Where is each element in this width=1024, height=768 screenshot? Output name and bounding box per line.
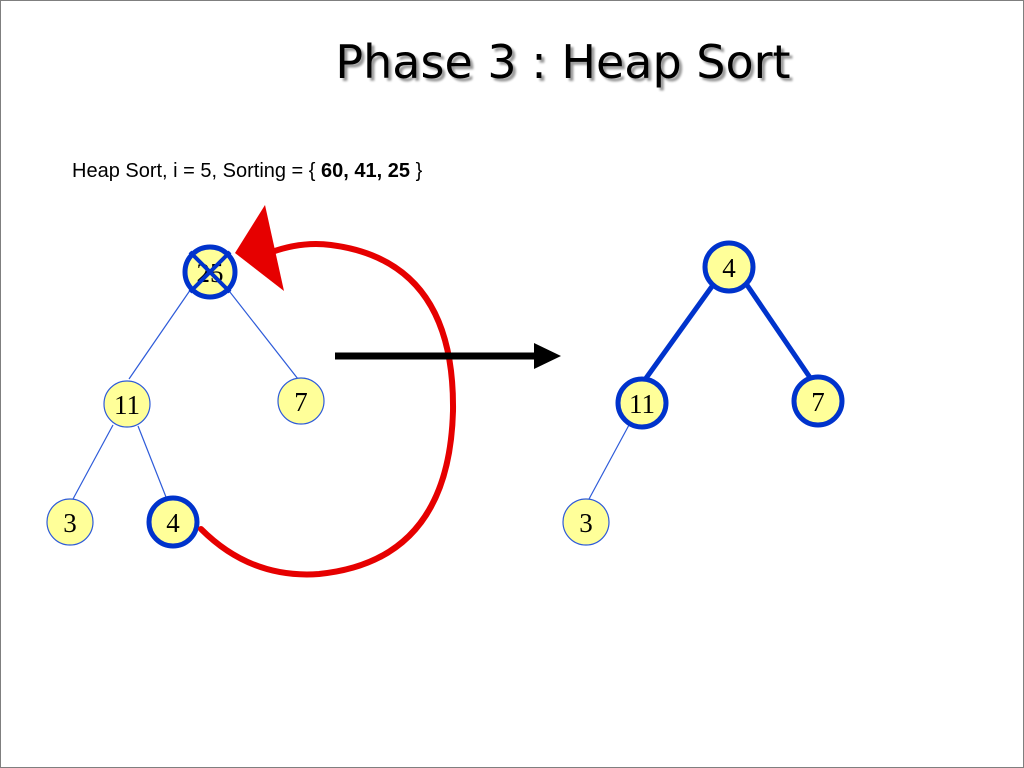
before-leftleft-label: 3 [63, 508, 77, 538]
before-leftright-label: 4 [166, 508, 180, 538]
before-left-label: 11 [114, 390, 140, 420]
before-left-node: 11 [103, 380, 151, 428]
edge-root-right [225, 286, 299, 380]
before-leftright-node: 4 [146, 495, 200, 549]
status-prefix: Heap Sort, i = 5, Sorting = { [72, 160, 316, 182]
after-leftleft-label: 3 [579, 508, 593, 538]
transition-arrow [335, 343, 561, 369]
swap-arrow [198, 205, 457, 578]
after-edge-root-right [744, 283, 814, 381]
after-left-label: 11 [629, 389, 655, 419]
before-right-label: 7 [294, 387, 308, 417]
after-leftleft-node: 3 [562, 498, 610, 546]
after-left-node: 11 [615, 376, 669, 430]
after-root-label: 4 [722, 253, 736, 283]
after-right-label: 7 [811, 387, 825, 417]
before-root-node: 25 [182, 244, 238, 300]
status-suffix: } [415, 160, 423, 182]
after-right-node: 7 [791, 374, 845, 428]
edge-left-leftleft [72, 424, 114, 500]
before-leftleft-node: 3 [46, 498, 94, 546]
before-tree: 25 11 7 3 4 [46, 244, 325, 549]
after-tree: 4 11 7 3 [562, 240, 845, 546]
slide-title: Phase 3 : Heap Sort [335, 35, 791, 89]
edge-left-leftright [137, 425, 167, 498]
sorted-values: 60, 41, 25 [321, 160, 411, 182]
after-edge-root-left [641, 283, 716, 383]
removed-mark-stroke [188, 250, 232, 294]
after-root-node: 4 [702, 240, 756, 294]
after-edge-left-leftleft [588, 424, 630, 500]
before-right-node: 7 [277, 377, 325, 425]
swap-arrow-curve [198, 241, 457, 578]
transition-arrowhead-icon [534, 343, 561, 369]
heap-sort-status: Heap Sort, i = 5, Sorting = { 60, 41, 25… [72, 160, 422, 183]
edge-root-left [128, 285, 194, 380]
swap-arrowhead-icon [235, 205, 284, 291]
